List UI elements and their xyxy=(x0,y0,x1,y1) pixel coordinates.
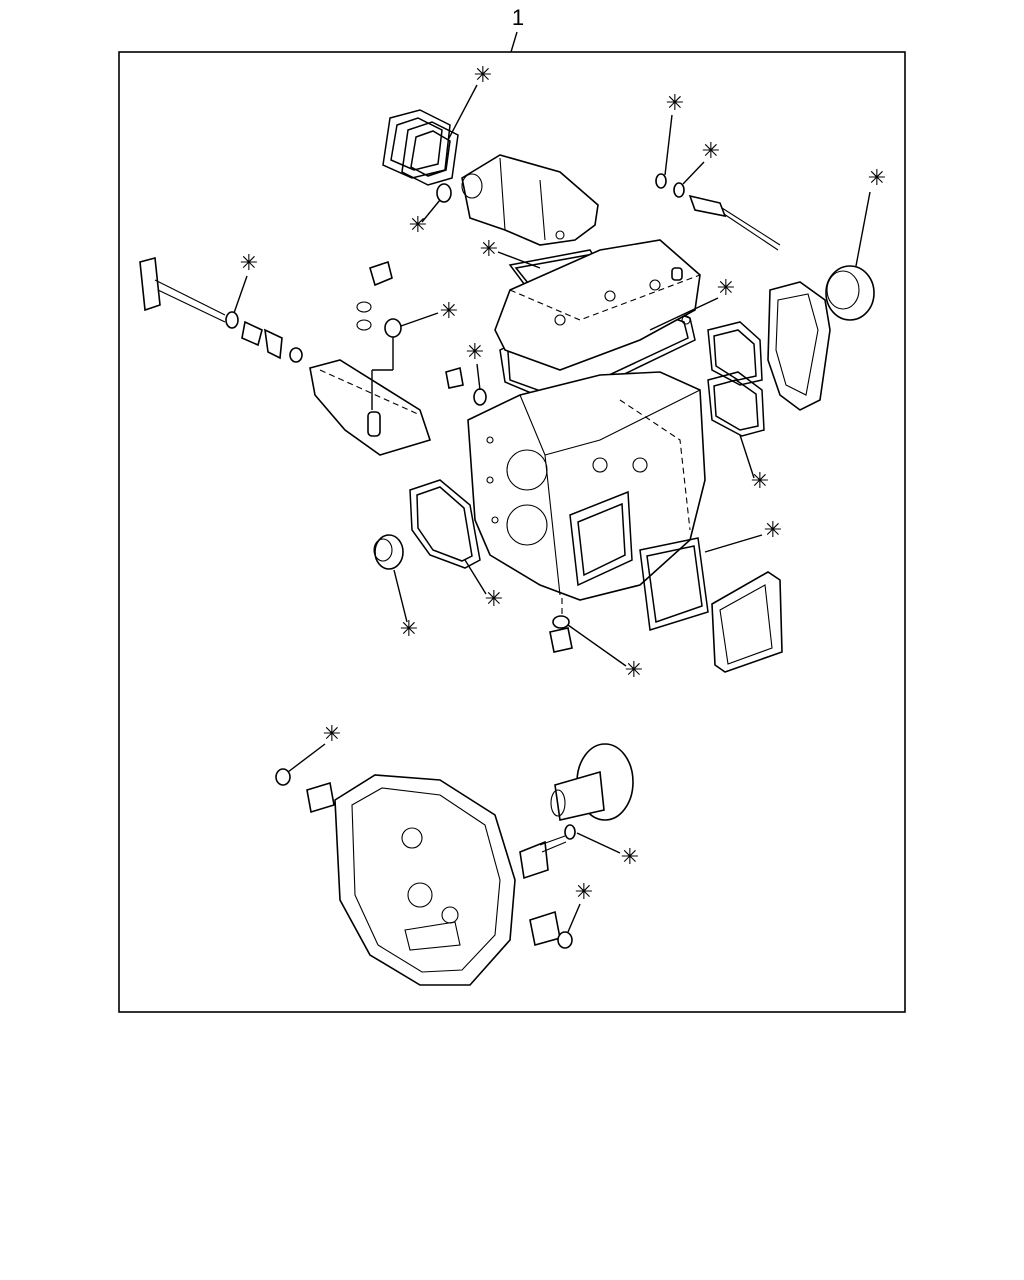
kit-marker: ✳ xyxy=(621,845,639,870)
kit-marker: ✳ xyxy=(474,63,492,88)
kit-marker: ✳ xyxy=(323,722,341,747)
breather-bolt xyxy=(445,366,487,406)
input-shaft-bearing-retainer xyxy=(550,743,634,821)
upper-case-housing xyxy=(494,239,701,371)
kit-marker: ✳ xyxy=(466,340,484,365)
front-cover-gasket xyxy=(409,479,481,569)
shift-bracket-parts xyxy=(356,260,402,410)
rear-bearing-cover xyxy=(767,281,831,411)
o-ring-top-right xyxy=(655,173,667,189)
clutch-housing xyxy=(334,774,516,986)
rear-gasket-upper xyxy=(707,321,763,386)
front-oil-seal xyxy=(373,534,404,570)
callout-number-1: 1 xyxy=(512,5,524,30)
kit-marker: ✳ xyxy=(400,617,418,642)
bushing-upper-left xyxy=(275,768,335,814)
kit-marker: ✳ xyxy=(764,518,782,543)
kit-marker: ✳ xyxy=(240,251,258,276)
kit-marker: ✳ xyxy=(485,587,503,612)
kit-marker: ✳ xyxy=(575,880,593,905)
assembly-frame xyxy=(118,51,906,1013)
kit-marker: ✳ xyxy=(666,91,684,116)
shift-cover-housing xyxy=(461,154,599,246)
pto-gasket xyxy=(639,537,709,631)
shift-lever-assembly xyxy=(139,256,432,456)
seal-ring-top xyxy=(436,183,452,203)
shift-shaft-right xyxy=(688,194,781,251)
kit-marker: ✳ xyxy=(440,299,458,324)
washer-top-right xyxy=(673,182,685,198)
spring-plunger-assembly xyxy=(519,824,576,880)
kit-marker: ✳ xyxy=(717,276,735,301)
kit-marker: ✳ xyxy=(702,139,720,164)
pto-cover xyxy=(711,571,783,673)
callout-leader-main xyxy=(510,31,518,53)
top-cover-gasket-pair xyxy=(382,109,459,186)
oil-seal-large-right xyxy=(825,265,875,321)
kit-marker: ✳ xyxy=(625,658,643,683)
kit-marker: ✳ xyxy=(409,213,427,238)
drain-plug xyxy=(549,598,573,653)
kit-marker: ✳ xyxy=(868,166,886,191)
transmission-main-case xyxy=(467,371,706,601)
bushing-lower-right xyxy=(529,910,573,949)
kit-markers: ✳ ✳ ✳ ✳ ✳ ✳ ✳ ✳ ✳ ✳ ✳ ✳ ✳ ✳ ✳ ✳ ✳ xyxy=(233,63,886,933)
kit-marker: ✳ xyxy=(751,469,769,494)
rear-gasket-lower xyxy=(707,371,765,437)
kit-marker: ✳ xyxy=(480,237,498,262)
